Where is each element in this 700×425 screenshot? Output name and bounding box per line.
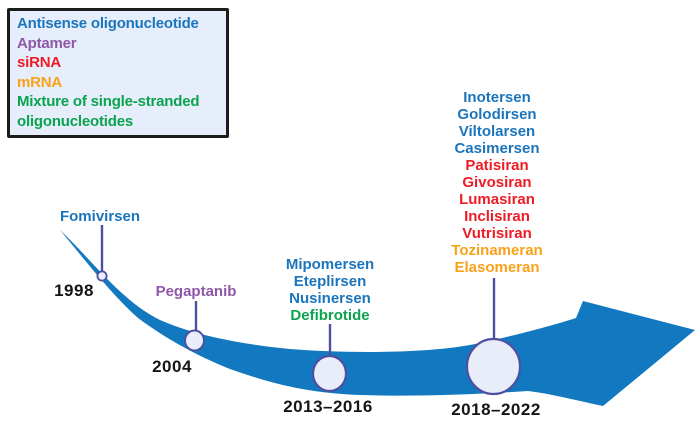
legend-item: mRNA (17, 73, 63, 91)
milestone-node-2018-2022 (465, 337, 522, 396)
milestone-drugs-1998: Fomivirsen (60, 208, 140, 225)
legend-item: Mixture of single-stranded oligonucleoti… (17, 93, 200, 130)
drug-name: Mipomersen (285, 256, 375, 273)
drug-name: Fomivirsen (59, 208, 141, 225)
drug-name: Elasomeran (454, 259, 540, 276)
drug-name: Eteplirsen (293, 273, 367, 290)
legend-item: siRNA (17, 54, 62, 71)
legend-item: Antisense oligonucleotide (17, 15, 199, 32)
milestone-node-1998 (96, 270, 108, 282)
legend-item: Aptamer (17, 34, 77, 52)
milestone-year-1998: 1998 (54, 281, 94, 300)
drug-name: Nusinersen (289, 290, 371, 307)
milestone-node-2013-2016 (311, 354, 348, 393)
drug-name: Viltolarsen (458, 123, 536, 140)
drug-name: Defibrotide (290, 307, 370, 324)
drug-name: Givosiran (462, 174, 532, 191)
drug-name: Inclisiran (464, 208, 530, 225)
drug-name: Pegaptanib (155, 283, 237, 300)
milestone-year-2013-2016: 2013–2016 (283, 397, 373, 416)
drug-name: Golodirsen (457, 106, 537, 123)
milestone-drugs-2004: Pegaptanib (156, 283, 237, 300)
drug-name: Patisiran (465, 157, 529, 174)
swoosh-arrow (60, 230, 695, 406)
drug-name: Vutrisiran (462, 225, 532, 242)
drug-name: Lumasiran (459, 191, 535, 208)
drug-name: Inotersen (463, 89, 531, 106)
milestone-year-2018-2022: 2018–2022 (451, 400, 541, 419)
milestone-year-2004: 2004 (152, 357, 192, 376)
drug-name: Casimersen (454, 140, 540, 157)
drug-name: Tozinameran (451, 242, 543, 259)
milestone-node-2004 (184, 329, 205, 352)
